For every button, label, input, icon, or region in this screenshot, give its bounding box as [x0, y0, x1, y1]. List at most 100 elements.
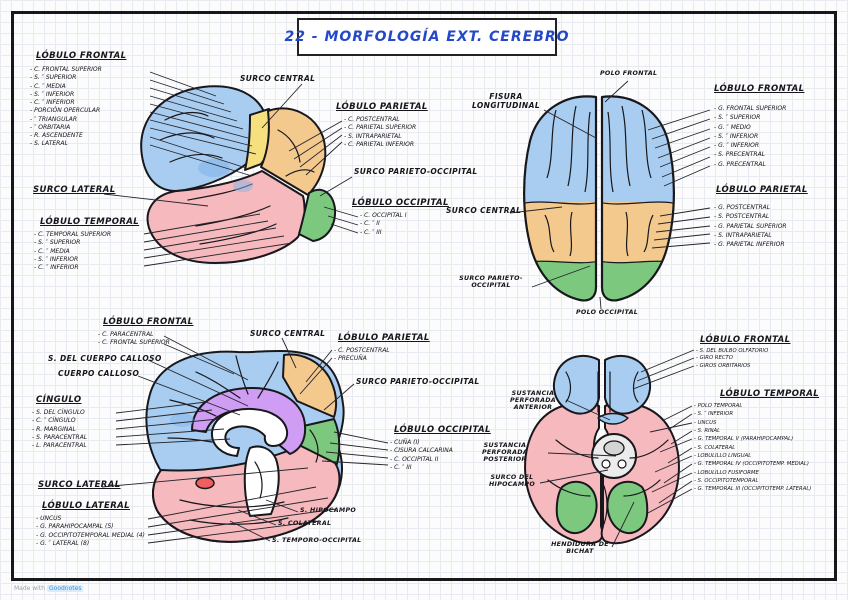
page-title: 22 - MORFOLOGÍA EXT. CEREBRO — [284, 29, 570, 45]
label-item: G. PARIETAL INFERIOR — [714, 240, 787, 249]
superior-polo-occipital-label: POLO OCCIPITAL — [576, 309, 639, 316]
medial-surco-lateral-label: SURCO LATERAL — [38, 480, 121, 490]
superior-brain-drawing — [523, 95, 675, 302]
inferior-surco-del-hipocampo-label: SURCO DEL HIPOCAMPO — [488, 474, 535, 488]
lateral-occipital-heading: LÓBULO OCCIPITAL — [352, 198, 449, 208]
superior-frontal-heading: LÓBULO FRONTAL — [714, 84, 805, 94]
label-item: CUÑA (I) — [390, 439, 453, 447]
label-item: S. PARACENTRAL — [32, 434, 87, 442]
label-item: C. ″ CÍNGULO — [32, 417, 87, 425]
label-item: S. INTRAPARIETAL — [714, 231, 787, 240]
label-item: C. FRONTAL SUPERIOR — [98, 339, 170, 347]
label-item: S. ″ SUPERIOR — [30, 74, 102, 82]
label-item: C. ″ III — [390, 464, 453, 472]
label-item: C. OCCIPITAL II — [390, 456, 453, 464]
medial-cingulo-list: S. DEL CÍNGULOC. ″ CÍNGULOR. MARGINALS. … — [32, 409, 87, 450]
inferior-sustancia-perforada-anterior-label: SUSTANCIA PERFORADA ANTERIOR — [510, 390, 556, 411]
label-item: ″ ORBITARIA — [30, 124, 102, 132]
label-item: S. ″ INFERIOR — [714, 132, 786, 141]
label-item: R. MARGINAL — [32, 426, 87, 434]
label-item: S. COLATERAL — [694, 444, 811, 452]
label-item: R. ASCENDENTE — [30, 132, 102, 140]
label-item: G. OCCIPITOTEMPORAL MEDIAL (4) — [36, 532, 145, 540]
lateral-surco-central-label: SURCO CENTRAL — [240, 74, 316, 83]
label-item: S. INTRAPARIETAL — [344, 133, 416, 141]
label-item: S. ″ INFERIOR — [694, 410, 811, 418]
superior-surco-parieto-occipital-label: SURCO PARIETO-OCCIPITAL — [459, 275, 523, 289]
lateral-surco-lateral-label: SURCO LATERAL — [33, 185, 116, 195]
label-item: CISURA CALCARINA — [390, 447, 453, 455]
medial-parietal-heading: LÓBULO PARIETAL — [338, 333, 430, 343]
label-item: C. PARIETAL SUPERIOR — [344, 124, 416, 132]
label-item: G. FRONTAL SUPERIOR — [714, 104, 786, 113]
label-item: C. POSTCENTRAL — [344, 116, 416, 124]
medial-surco-colateral-label: S. COLATERAL — [278, 520, 332, 527]
medial-lobulo-lateral-heading: LÓBULO LATERAL — [42, 501, 130, 511]
label-item: LOBULILLO LINGUAL — [694, 452, 811, 460]
label-item: S. LATERAL — [30, 140, 102, 148]
label-item: UNCUS — [36, 515, 145, 523]
medial-surco-parieto-occipital-label: SURCO PARIETO-OCCIPITAL — [356, 377, 480, 386]
label-item: C. ″ INFERIOR — [34, 264, 111, 272]
label-item: G. TEMPORAL V (PARAHIPOCAMPAL) — [694, 435, 811, 443]
label-item: S. ″ INFERIOR — [30, 91, 102, 99]
label-item: G. ″ LATERAL (8) — [36, 540, 145, 548]
label-item: UNCUS — [694, 419, 811, 427]
label-item: ″ TRIANGULAR — [30, 116, 102, 124]
label-item: S. PRECENTRAL — [714, 150, 786, 159]
label-item: G. POSTCENTRAL — [714, 203, 787, 212]
label-item: G. ″ INFERIOR — [714, 141, 786, 150]
label-item: S. OCCIPITOTEMPORAL — [694, 477, 811, 485]
inferior-brain-drawing — [524, 354, 680, 545]
inferior-hendidura-de-bichat-label: HENDIDURA DE BICHAT — [551, 541, 609, 555]
lateral-temporal-heading: LÓBULO TEMPORAL — [40, 217, 140, 227]
medial-cuerpo-calloso-label: CUERPO CALLOSO — [58, 369, 140, 378]
label-item: S. POSTCENTRAL — [714, 212, 787, 221]
label-item: S. ″ INFERIOR — [34, 256, 111, 264]
label-item: G. TEMPORAL IV (OCCIPITOTEMP. MEDIAL) — [694, 460, 811, 468]
medial-frontal-list: C. PARACENTRALC. FRONTAL SUPERIOR — [98, 331, 170, 348]
label-item: C. ″ MEDIA — [30, 83, 102, 91]
title-box: 22 - MORFOLOGÍA EXT. CEREBRO — [284, 18, 569, 56]
medial-surco-cuerpo-calloso-label: S. DEL CUERPO CALLOSO — [48, 354, 162, 363]
medial-occipital-heading: LÓBULO OCCIPITAL — [394, 425, 491, 435]
watermark-brand: Goodnotes — [47, 585, 84, 592]
inferior-frontal-list: S. DEL BULBO OLFATORIOGIRO RECTOGIROS OR… — [696, 348, 769, 370]
medial-frontal-heading: LÓBULO FRONTAL — [103, 317, 194, 327]
label-item: G. PARIETAL SUPERIOR — [714, 222, 787, 231]
label-item: C. PARIETAL INFERIOR — [344, 141, 416, 149]
medial-brain-drawing — [145, 349, 345, 543]
label-item: C. TEMPORAL SUPERIOR — [34, 231, 111, 239]
label-item: L. PARACENTRAL — [32, 442, 87, 450]
label-item: G. PARAHIPOCAMPAL (5) — [36, 523, 145, 531]
superior-surco-central-label: SURCO CENTRAL — [446, 206, 522, 215]
superior-parietal-heading: LÓBULO PARIETAL — [716, 185, 808, 195]
lateral-surco-parieto-occipital-label: SURCO PARIETO-OCCIPITAL — [354, 167, 478, 176]
label-item: C. ″ III — [360, 229, 407, 237]
medial-surco-central-label: SURCO CENTRAL — [250, 329, 326, 338]
watermark-prefix: Made with — [14, 585, 45, 592]
lateral-parietal-heading: LÓBULO PARIETAL — [336, 102, 428, 112]
label-item: S. ″ SUPERIOR — [34, 239, 111, 247]
medial-surco-hipocampo-label: S. HIPOCAMPO — [300, 507, 357, 514]
label-item: S. DEL BULBO OLFATORIO — [696, 348, 769, 355]
inferior-temporal-heading: LÓBULO TEMPORAL — [720, 389, 820, 399]
inferior-sustancia-perforada-posterior-label: SUSTANCIA PERFORADA POSTERIOR — [482, 442, 528, 463]
label-item: PORCIÓN OPERCULAR — [30, 107, 102, 115]
label-item: S. DEL CÍNGULO — [32, 409, 87, 417]
label-item: GIRO RECTO — [696, 355, 768, 362]
leader-lines — [101, 71, 711, 548]
page-border-frame — [11, 11, 837, 581]
superior-polo-frontal-label: POLO FRONTAL — [600, 70, 658, 77]
medial-cingulo-heading: CÍNGULO — [36, 395, 82, 405]
label-item: C. POSTCENTRAL — [334, 347, 390, 355]
medial-occipital-list: CUÑA (I)CISURA CALCARINAC. OCCIPITAL IIC… — [390, 439, 453, 472]
label-item: G. PRECENTRAL — [714, 160, 786, 169]
label-item: PRECUÑA — [334, 355, 390, 363]
